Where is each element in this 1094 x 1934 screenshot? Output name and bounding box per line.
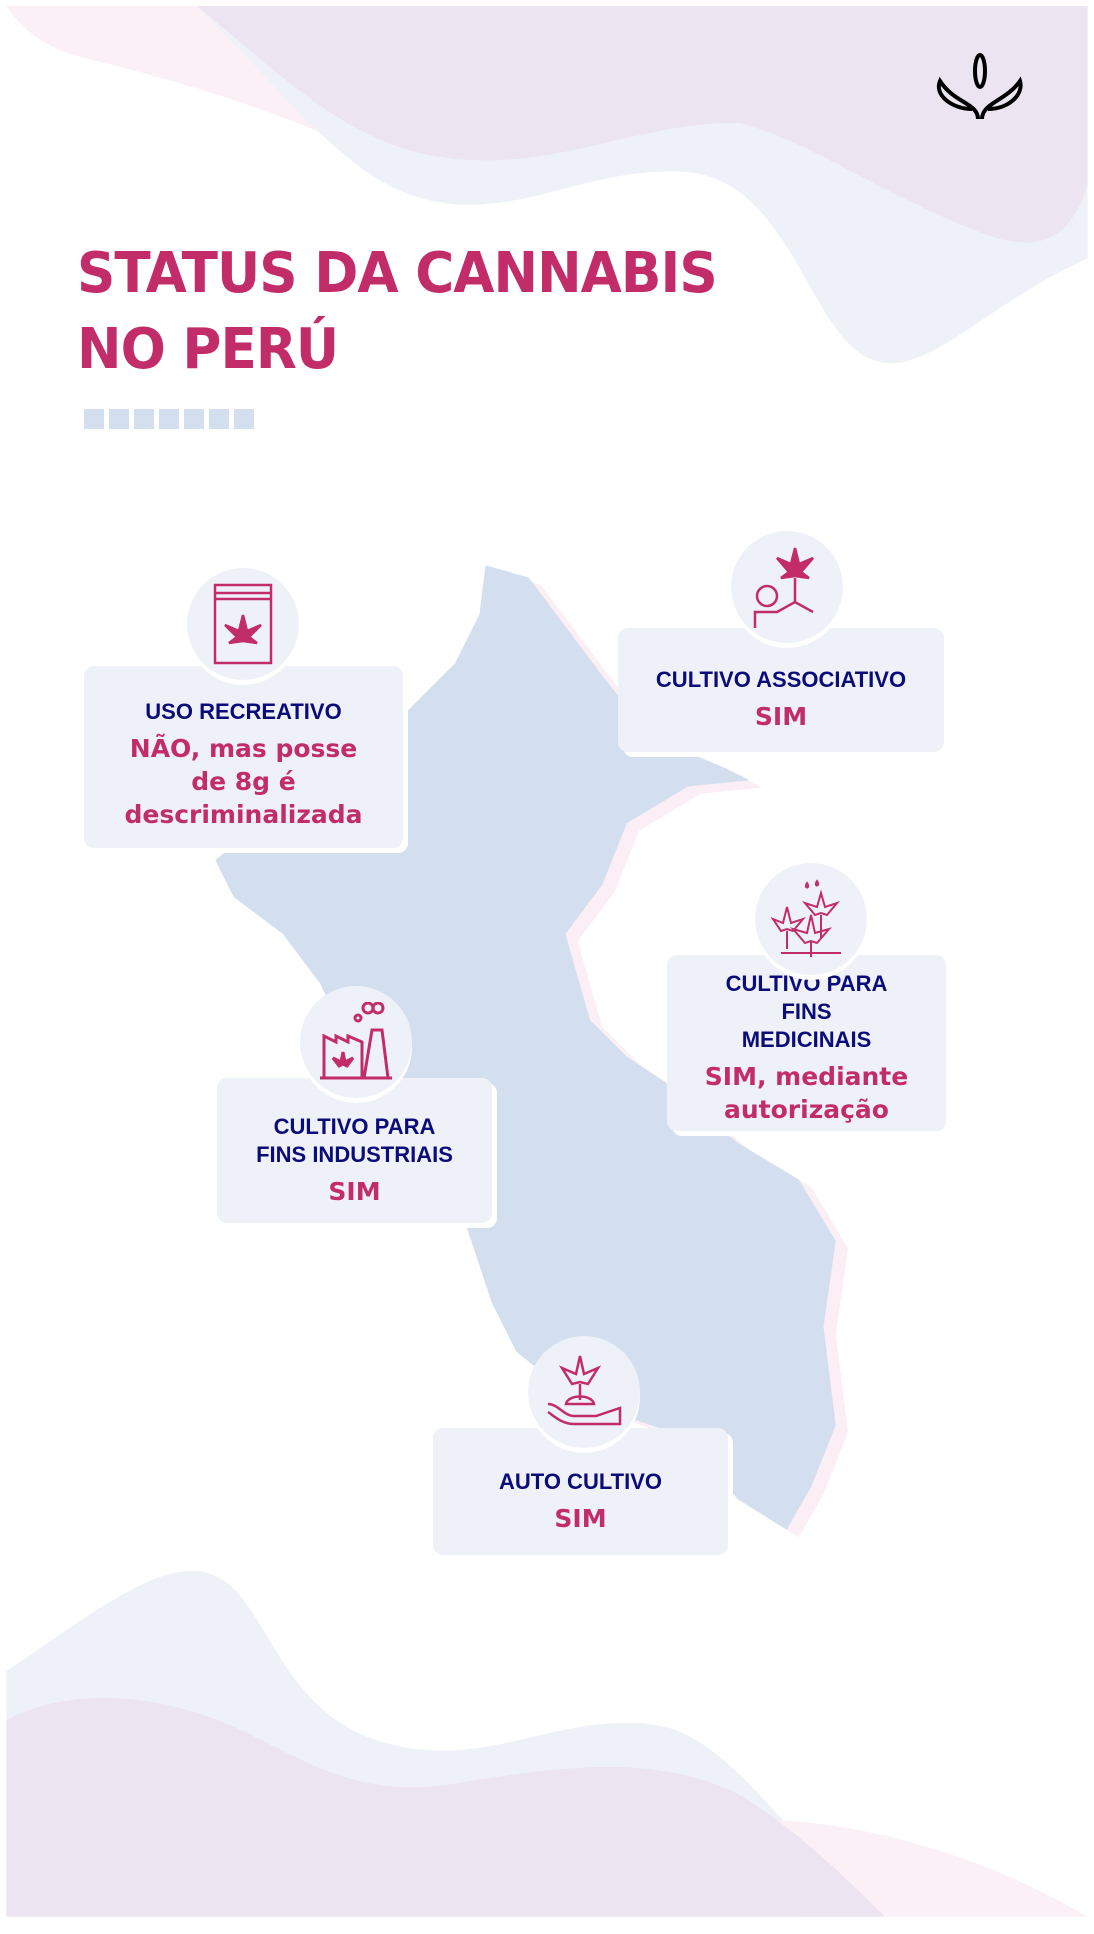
title-line-1: STATUS DA CANNABIS bbox=[77, 241, 718, 306]
leaf-logo-icon bbox=[936, 53, 1023, 119]
card-heading: AUTO CULTIVO bbox=[499, 1469, 662, 1494]
bottom-wave-lilac bbox=[6, 1697, 885, 1917]
card-value: SIM bbox=[328, 1177, 381, 1206]
card-heading: CULTIVO PARA FINS MEDICINAIS bbox=[725, 971, 888, 1052]
card-value: SIM, mediante autorização bbox=[704, 1062, 909, 1124]
card-value: SIM bbox=[754, 701, 808, 731]
card-cultivo-associativo: CULTIVO ASSOCIATIVO SIM bbox=[618, 628, 944, 752]
hand-plant-icon bbox=[528, 1336, 640, 1448]
medicinal-plants-icon bbox=[755, 863, 867, 975]
card-cultivo-industrial: CULTIVO PARA FINS INDUSTRIAIS SIM bbox=[217, 1078, 492, 1223]
factory-icon bbox=[300, 986, 412, 1098]
person-plant-icon bbox=[731, 531, 843, 643]
card-uso-recreativo: USO RECREATIVO NÃO, mas posse de 8g é de… bbox=[84, 666, 403, 848]
card-auto-cultivo: AUTO CULTIVO SIM bbox=[433, 1428, 728, 1555]
card-cultivo-medicinal: CULTIVO PARA FINS MEDICINAIS SIM, median… bbox=[667, 955, 946, 1131]
card-value: NÃO, mas posse de 8g é descriminalizada bbox=[124, 733, 363, 829]
card-heading: CULTIVO ASSOCIATIVO bbox=[655, 666, 907, 692]
card-heading: USO RECREATIVO bbox=[145, 698, 342, 724]
decorative-dashes bbox=[84, 409, 254, 429]
card-heading: CULTIVO PARA FINS INDUSTRIAIS bbox=[256, 1114, 453, 1167]
cannabis-bag-icon bbox=[187, 568, 299, 680]
card-value: SIM bbox=[554, 1504, 607, 1533]
top-wave-lilac bbox=[196, 6, 1088, 243]
page-title: STATUS DA CANNABIS NO PERÚ bbox=[77, 236, 718, 388]
title-line-2: NO PERÚ bbox=[77, 317, 339, 382]
